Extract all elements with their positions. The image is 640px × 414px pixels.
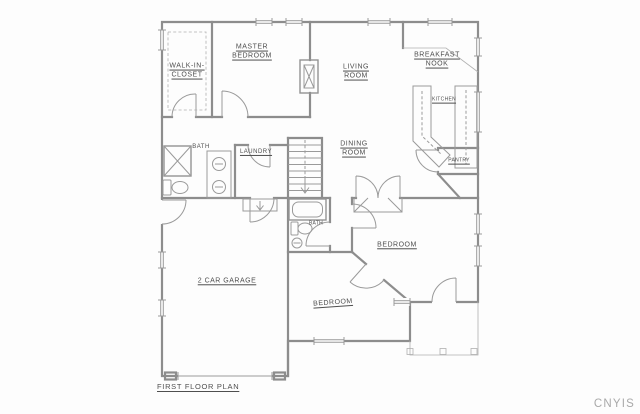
fireplace xyxy=(299,59,319,94)
gap xyxy=(432,298,456,307)
master-bath-fixtures xyxy=(162,145,232,199)
windows xyxy=(158,18,482,345)
shower xyxy=(163,145,192,177)
room-label-hall-bath: BATH xyxy=(308,220,324,227)
bathtub xyxy=(288,198,327,221)
hall-bath-fixtures xyxy=(288,198,327,249)
room-label-master-bath: BATH xyxy=(192,143,210,150)
watermark: CNYIS xyxy=(593,398,635,410)
room-label-laundry: LAUNDRY xyxy=(239,148,273,155)
doors xyxy=(161,90,457,303)
kitchen-counter xyxy=(454,85,478,169)
room-label-bedroom-right: BEDROOM xyxy=(377,241,417,249)
room-label-walk-in-closet: WALK-IN- CLOSET xyxy=(169,62,205,79)
room-label-dining-room: DINING ROOM xyxy=(340,140,368,157)
vanity-double-sink xyxy=(206,150,232,199)
room-label-kitchen: KITCHEN xyxy=(431,96,457,103)
kitchen-island xyxy=(412,85,451,168)
nook-soffit-line xyxy=(403,47,479,73)
kitchen-counters xyxy=(412,85,478,169)
bay-window-seat xyxy=(353,197,403,213)
room-label-breakfast-nook: BREAKFAST NOOK xyxy=(414,51,460,68)
plan-title: FIRST FLOOR PLAN xyxy=(157,382,240,391)
sink xyxy=(291,237,303,249)
room-label-living-room: LIVING ROOM xyxy=(343,63,369,80)
toilet xyxy=(290,221,313,236)
garage-door xyxy=(163,371,287,381)
room-label-master-bedroom: MASTER BEDROOM xyxy=(232,43,272,60)
toilet xyxy=(162,179,189,196)
room-label-pantry: PANTRY xyxy=(448,157,470,164)
gap xyxy=(158,200,167,224)
closet-shelving xyxy=(167,31,207,111)
garage-entry-step xyxy=(242,198,278,212)
stairs xyxy=(288,140,322,194)
patio xyxy=(406,302,479,356)
room-label-garage: 2 CAR GARAGE xyxy=(197,277,257,285)
